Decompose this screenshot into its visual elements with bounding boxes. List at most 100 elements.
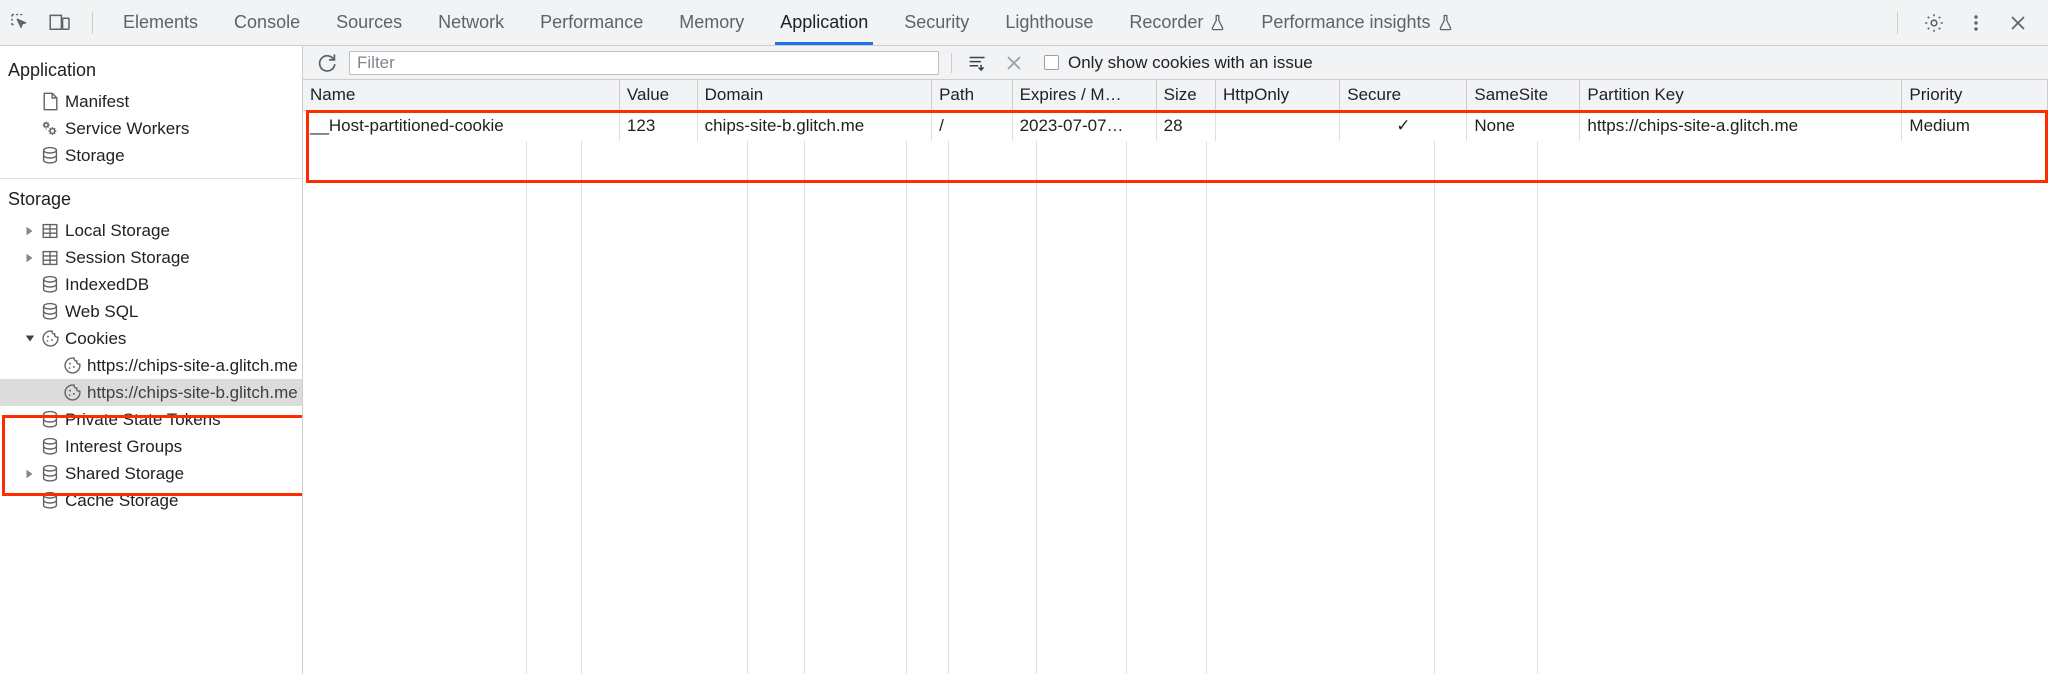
empty-column-rule — [303, 141, 527, 674]
table-icon — [37, 249, 63, 267]
sidebar-item-indexeddb[interactable]: IndexedDB — [0, 271, 302, 298]
device-toolbar-icon[interactable] — [40, 6, 80, 40]
tab-memory[interactable]: Memory — [661, 0, 762, 45]
sidebar-item-cookies[interactable]: Cookies — [0, 325, 302, 352]
column-header-secure[interactable]: Secure — [1339, 80, 1468, 111]
column-header-expires-m[interactable]: Expires / M… — [1012, 80, 1157, 111]
clear-filtered-icon[interactable] — [964, 50, 992, 76]
cell-value: 123 — [619, 110, 698, 141]
cookies-main-panel: Only show cookies with an issue NameValu… — [303, 46, 2048, 674]
column-header-size[interactable]: Size — [1156, 80, 1216, 111]
panel-tabs: Elements Console Sources Network Performance… — [105, 0, 1471, 45]
tab-label: Recorder — [1129, 12, 1204, 32]
tab-application[interactable]: Application — [762, 0, 886, 45]
sidebar-item-cache-storage[interactable]: Cache Storage — [0, 487, 302, 514]
empty-column-rule — [1127, 141, 1207, 674]
sidebar-item-label: Cache Storage — [65, 490, 179, 510]
tab-network[interactable]: Network — [420, 0, 522, 45]
table-empty-grid — [303, 141, 2048, 674]
column-header-samesite[interactable]: SameSite — [1466, 80, 1581, 111]
filter-divider — [951, 52, 952, 73]
chevron-down-icon[interactable] — [22, 334, 37, 343]
tab-label: Performance insights — [1261, 12, 1431, 32]
empty-column-rule — [527, 141, 582, 674]
only-issues-checkbox-wrap[interactable]: Only show cookies with an issue — [1044, 53, 1313, 73]
tab-performance-insights[interactable]: Performance insights — [1243, 0, 1470, 45]
sidebar-item-local-storage[interactable]: Local Storage — [0, 217, 302, 244]
cell-httponly — [1215, 110, 1341, 141]
sidebar-divider — [0, 178, 302, 179]
column-header-priority[interactable]: Priority — [1901, 80, 2048, 111]
chevron-right-icon[interactable] — [22, 469, 37, 479]
sidebar-item-label: Cookies — [65, 328, 127, 348]
sidebar-section-title: Storage — [8, 189, 72, 209]
cell-size: 28 — [1156, 110, 1216, 141]
sidebar-item-shared-storage[interactable]: Shared Storage — [0, 460, 302, 487]
sidebar-item-label: Interest Groups — [65, 436, 183, 456]
sidebar-item-interest-groups[interactable]: Interest Groups — [0, 433, 302, 460]
empty-column-rule — [1037, 141, 1127, 674]
cell-expires-m: 2023-07-07… — [1012, 110, 1157, 141]
column-header-name[interactable]: Name — [303, 80, 620, 111]
inspect-cursor-icon[interactable] — [0, 6, 40, 40]
experiment-flask-icon — [1438, 14, 1453, 31]
experiment-flask-icon — [1210, 14, 1225, 31]
cell-domain: chips-site-b.glitch.me — [697, 110, 933, 141]
kebab-menu-icon[interactable] — [1956, 6, 1996, 40]
database-icon — [37, 464, 63, 483]
devtools-tabbar: Elements Console Sources Network Performance… — [0, 0, 2048, 46]
sidebar-item-label: Local Storage — [65, 220, 170, 240]
column-header-httponly[interactable]: HttpOnly — [1215, 80, 1341, 111]
sidebar-item-private-state-tokens[interactable]: Private State Tokens — [0, 406, 302, 433]
tab-label: Sources — [336, 12, 403, 32]
tab-console[interactable]: Console — [216, 0, 318, 45]
sidebar-item-label: Service Workers — [65, 118, 190, 138]
chevron-right-icon[interactable] — [22, 226, 37, 236]
tab-label: Memory — [679, 12, 745, 32]
sidebar-item-manifest[interactable]: Manifest — [0, 88, 302, 115]
chevron-right-icon[interactable] — [22, 253, 37, 263]
tab-elements[interactable]: Elements — [105, 0, 216, 45]
tab-sources[interactable]: Sources — [318, 0, 420, 45]
sidebar-item-service-workers[interactable]: Service Workers — [0, 115, 302, 142]
tab-recorder[interactable]: Recorder — [1111, 0, 1243, 45]
clear-all-x-icon[interactable] — [1000, 50, 1028, 76]
tab-security[interactable]: Security — [886, 0, 987, 45]
sidebar-item-https-chips-site-a-glitch-me[interactable]: https://chips-site-a.glitch.me — [0, 352, 302, 379]
cell-priority: Medium — [1901, 110, 2048, 141]
close-icon[interactable] — [1998, 6, 2038, 40]
column-header-path[interactable]: Path — [931, 80, 1013, 111]
sidebar-item-label: Manifest — [65, 91, 130, 111]
tab-performance[interactable]: Performance — [522, 0, 661, 45]
database-icon — [37, 146, 63, 165]
sidebar-item-label: https://chips-site-b.glitch.me — [87, 382, 298, 402]
tab-label: Network — [438, 12, 505, 32]
cell-name: __Host-partitioned-cookie — [303, 110, 620, 141]
tab-label: Performance — [540, 12, 644, 32]
column-header-value[interactable]: Value — [619, 80, 698, 111]
only-issues-checkbox[interactable] — [1044, 55, 1059, 70]
tab-lighthouse[interactable]: Lighthouse — [987, 0, 1111, 45]
sidebar-item-session-storage[interactable]: Session Storage — [0, 244, 302, 271]
empty-column-rule — [1207, 141, 1435, 674]
sidebar-item-storage[interactable]: Storage — [0, 142, 302, 169]
refresh-icon[interactable] — [313, 50, 341, 76]
tab-label: Console — [234, 12, 301, 32]
database-icon — [37, 275, 63, 294]
cell-partition-key: https://chips-site-a.glitch.me — [1579, 110, 1903, 141]
tabbar-right-actions — [1891, 6, 2048, 40]
column-header-partition-key[interactable]: Partition Key — [1579, 80, 1903, 111]
search-input[interactable] — [349, 50, 939, 75]
gear-icon[interactable] — [1914, 6, 1954, 40]
database-icon — [37, 491, 63, 510]
column-header-domain[interactable]: Domain — [697, 80, 933, 111]
sidebar-item-web-sql[interactable]: Web SQL — [0, 298, 302, 325]
sidebar-item-label: Session Storage — [65, 247, 190, 267]
sidebar-item-https-chips-site-b-glitch-me[interactable]: https://chips-site-b.glitch.me — [0, 379, 302, 406]
